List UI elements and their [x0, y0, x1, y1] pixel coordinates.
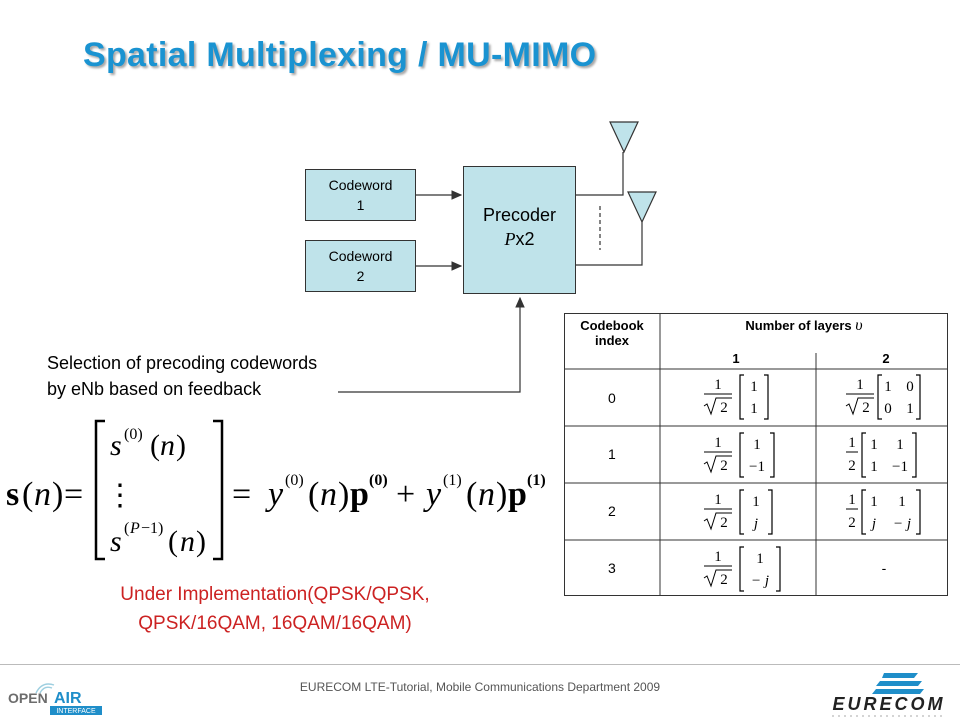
- svg-text:y: y: [423, 476, 442, 513]
- codebook-index-1: 1: [608, 446, 616, 462]
- antenna2-wire: [576, 222, 643, 266]
- codeword2-block: Codeword 2: [305, 240, 416, 292]
- codebook-matrices: 1 2 1 2 1 1 1 0 0 1 1 −1 1 1 1 −1: [703, 374, 921, 592]
- svg-text:+: +: [396, 476, 415, 513]
- svg-text:p: p: [508, 476, 527, 513]
- svg-text:s: s: [110, 525, 122, 558]
- codebook-table: [564, 313, 948, 596]
- svg-text:(: (: [150, 429, 160, 462]
- svg-text:): ): [496, 476, 507, 513]
- selection-line-2: by eNb based on feedback: [47, 379, 262, 399]
- svg-text:(0): (0): [369, 472, 388, 489]
- antenna1-wire: [576, 152, 624, 196]
- precoder-dims-var: P: [504, 229, 516, 249]
- svg-text:(: (: [168, 525, 178, 558]
- svg-text:(1): (1): [527, 472, 546, 489]
- svg-text:0: 0: [884, 401, 892, 417]
- svg-text:n: n: [34, 476, 51, 513]
- feedback-arrow: [338, 296, 525, 393]
- precoder-dims: Px2: [464, 227, 575, 251]
- svg-text:): ): [176, 429, 186, 462]
- svg-text:1: 1: [870, 437, 878, 453]
- codebook-index-2: 2: [608, 503, 616, 519]
- svg-text:1: 1: [753, 437, 761, 453]
- page-title: Spatial Multiplexing / MU-MIMO: [83, 36, 597, 74]
- r0-l1-b: 1: [750, 401, 758, 417]
- svg-text:1: 1: [896, 437, 904, 453]
- svg-text:(1): (1): [443, 472, 462, 489]
- svg-text:OPEN: OPEN: [8, 690, 48, 706]
- r3-l2-empty: -: [882, 560, 887, 576]
- svg-text:EURECOM: EURECOM: [832, 694, 945, 714]
- svg-text:− j: − j: [893, 516, 911, 532]
- layers-header: Number of layers υ: [745, 317, 863, 334]
- svg-text:=: =: [232, 476, 251, 513]
- layers-symbol: υ: [855, 317, 863, 334]
- svg-text:s: s: [6, 476, 19, 513]
- svg-text:1: 1: [756, 551, 764, 567]
- codebook-index-0: 0: [608, 390, 616, 406]
- svg-text:n: n: [478, 476, 495, 513]
- svg-text:p: p: [350, 476, 369, 513]
- svg-text:): ): [196, 525, 206, 558]
- svg-text:1: 1: [870, 494, 878, 510]
- r0-l1-a: 1: [750, 379, 758, 395]
- svg-text:INTERFACE: INTERFACE: [56, 708, 96, 715]
- svg-text:=: =: [64, 476, 83, 513]
- precoder-label: Precoder: [482, 205, 557, 225]
- svg-text:(0): (0): [285, 472, 304, 489]
- selection-line-1: Selection of precoding codewords: [47, 353, 318, 373]
- svg-text:P: P: [129, 520, 140, 537]
- implementation-line-2: QPSK/16QAM, 16QAM/16QAM): [138, 613, 412, 634]
- svg-text:⋮: ⋮: [105, 479, 135, 512]
- codeword1-block: Codeword 1: [305, 169, 416, 221]
- svg-text:0: 0: [906, 379, 914, 395]
- svg-text:1: 1: [884, 379, 892, 395]
- openair-logo: OPEN AIR INTERFACE: [8, 683, 102, 715]
- svg-text:−1: −1: [892, 459, 908, 475]
- antenna1-icon: [609, 121, 639, 154]
- svg-text:n: n: [320, 476, 337, 513]
- svg-text:1: 1: [752, 494, 760, 510]
- svg-text:−1: −1: [749, 459, 765, 475]
- svg-text:−1): −1): [141, 520, 163, 537]
- svg-text:1: 1: [870, 459, 878, 475]
- codebook-index-3: 3: [608, 560, 616, 576]
- svg-text:− j: − j: [751, 573, 769, 589]
- codeword1-label: Codeword: [328, 177, 393, 193]
- svg-text:): ): [52, 476, 63, 513]
- codeword1-number: 1: [356, 197, 365, 213]
- antenna2-icon: [627, 191, 657, 224]
- svg-text:y: y: [265, 476, 284, 513]
- svg-text:j: j: [870, 516, 876, 532]
- codeword2-label: Codeword: [328, 248, 393, 264]
- svg-text:(: (: [22, 476, 33, 513]
- svg-text:(0): (0): [124, 426, 143, 443]
- svg-text:): ): [338, 476, 349, 513]
- svg-text:(: (: [124, 520, 129, 537]
- layer-col-2: 2: [882, 351, 890, 366]
- layer-col-1: 1: [732, 351, 740, 366]
- svg-text:(: (: [466, 476, 477, 513]
- codebook-index-header: Codebook index: [580, 318, 644, 348]
- precoder-block: Precoder Px2: [463, 166, 576, 294]
- svg-text:n: n: [160, 429, 175, 462]
- svg-text:(: (: [308, 476, 319, 513]
- precoder-dims-suffix: x2: [515, 229, 535, 249]
- footer-divider: [0, 664, 960, 665]
- svg-text:j: j: [752, 516, 758, 532]
- implementation-note: Under Implementation(QPSK/QPSK, QPSK/16Q…: [60, 580, 490, 638]
- svg-text:n: n: [180, 525, 195, 558]
- eurecom-logo: EURECOM: [832, 673, 946, 717]
- svg-text:1: 1: [898, 494, 906, 510]
- footer-text: EURECOM LTE-Tutorial, Mobile Communicati…: [299, 680, 661, 694]
- implementation-line-1: Under Implementation(QPSK/QPSK,: [120, 584, 430, 605]
- svg-text:1: 1: [906, 401, 914, 417]
- signal-equation: s ( n ) = s (0) ( n ) ⋮ s ( P −1) ( n ) …: [6, 419, 546, 561]
- codeword2-number: 2: [356, 268, 365, 284]
- svg-text:s: s: [110, 429, 122, 462]
- selection-caption: Selection of precoding codewords by eNb …: [47, 350, 317, 402]
- svg-text:AIR: AIR: [54, 690, 82, 707]
